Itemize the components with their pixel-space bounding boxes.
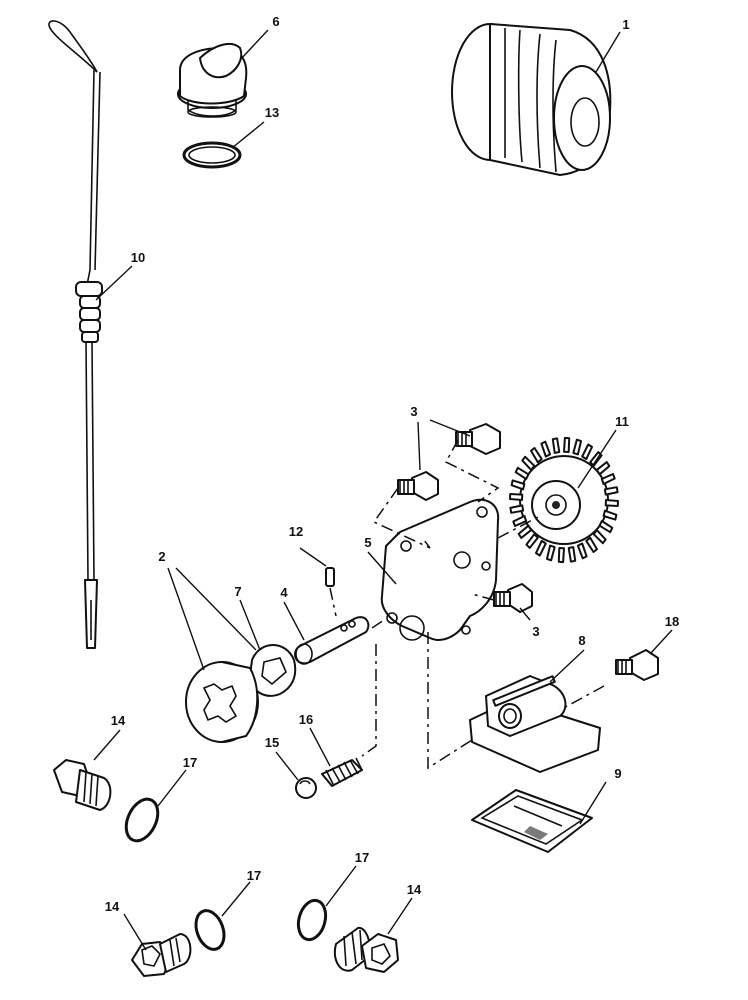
- callout-2: 2: [158, 549, 165, 564]
- bolt-3-top: [455, 423, 501, 455]
- callout-13: 13: [265, 105, 279, 120]
- gear-tooth: [581, 443, 593, 461]
- callout-1: 1: [622, 17, 629, 32]
- gear-tooth: [512, 515, 528, 527]
- gear-tooth: [509, 504, 525, 514]
- callout-5: 5: [364, 535, 371, 550]
- gear-tooth: [567, 546, 577, 563]
- drain-plug-top: [53, 759, 112, 811]
- gear-tooth: [595, 461, 611, 476]
- bolt-3-lower: [493, 583, 533, 613]
- gear-tooth: [551, 437, 561, 454]
- callout-4: 4: [280, 585, 288, 600]
- callout-12: 12: [289, 524, 303, 539]
- callout-3-lower: 3: [532, 624, 539, 639]
- gear-tooth: [557, 547, 565, 564]
- gear-tooth: [572, 438, 582, 456]
- gear-tooth: [576, 542, 588, 560]
- spring: [321, 757, 363, 787]
- gear-tooth: [598, 520, 614, 534]
- callout-3-top: 3: [410, 404, 417, 419]
- gear-tooth: [592, 529, 607, 545]
- drain-plug-lower-left: [131, 933, 192, 977]
- callout-15: 15: [265, 735, 279, 750]
- callout-7: 7: [234, 584, 241, 599]
- gear-tooth: [530, 447, 543, 464]
- ball: [295, 777, 317, 799]
- callout-18: 18: [665, 614, 679, 629]
- drain-plug-lower-right: [334, 926, 399, 973]
- gear-tooth: [517, 524, 533, 539]
- gear-tooth: [563, 436, 571, 453]
- gear-tooth: [510, 479, 526, 491]
- outer-rotor: [185, 661, 259, 743]
- gear-tooth: [546, 544, 556, 562]
- gear-tooth: [600, 473, 616, 485]
- gear-tooth: [525, 533, 539, 549]
- callout-6: 6: [272, 14, 279, 29]
- pin: [325, 567, 335, 587]
- gear-tooth: [585, 536, 598, 553]
- callout-14-top: 14: [111, 713, 126, 728]
- callout-labels: 1 6 13 10 3 11 12 5 2 7 4 3 18 8 16 14 1…: [105, 14, 679, 914]
- callout-16: 16: [299, 712, 313, 727]
- callout-17-lower-left: 17: [247, 868, 261, 883]
- pump-cover-plate: [380, 498, 500, 641]
- o-ring-17-top: [124, 797, 160, 843]
- bolt-18: [615, 649, 659, 681]
- o-ring-17-lower-right: [296, 898, 328, 942]
- assembly-lines: [329, 439, 605, 770]
- callout-17-top: 17: [183, 755, 197, 770]
- callout-8: 8: [578, 633, 585, 648]
- leader-lines: [93, 29, 673, 951]
- gear-tooth: [509, 493, 524, 501]
- callout-17-lower-right: 17: [355, 850, 369, 865]
- o-ring-13: [182, 141, 242, 169]
- oil-pickup: [469, 675, 601, 773]
- callout-14-lower-left: 14: [105, 899, 120, 914]
- o-ring-17-lower-left: [194, 909, 226, 951]
- callout-10: 10: [131, 250, 145, 265]
- gear-tooth: [603, 486, 619, 496]
- gear-tooth: [540, 440, 552, 458]
- callout-9: 9: [614, 766, 621, 781]
- gear-tooth: [602, 509, 618, 521]
- gear-tooth: [535, 539, 547, 557]
- dipstick: [48, 20, 103, 649]
- gear-tooth: [604, 499, 619, 507]
- gear: [509, 436, 619, 564]
- oil-fill-cap: [177, 42, 248, 118]
- oil-filter: [451, 23, 612, 176]
- bolt-3-mid: [397, 471, 439, 501]
- screen: [471, 789, 593, 853]
- callout-11: 11: [615, 414, 629, 429]
- gear-tooth: [514, 466, 530, 480]
- pump-shaft: [294, 616, 370, 665]
- gear-tooth: [521, 455, 536, 471]
- callout-14-lower-right: 14: [407, 882, 422, 897]
